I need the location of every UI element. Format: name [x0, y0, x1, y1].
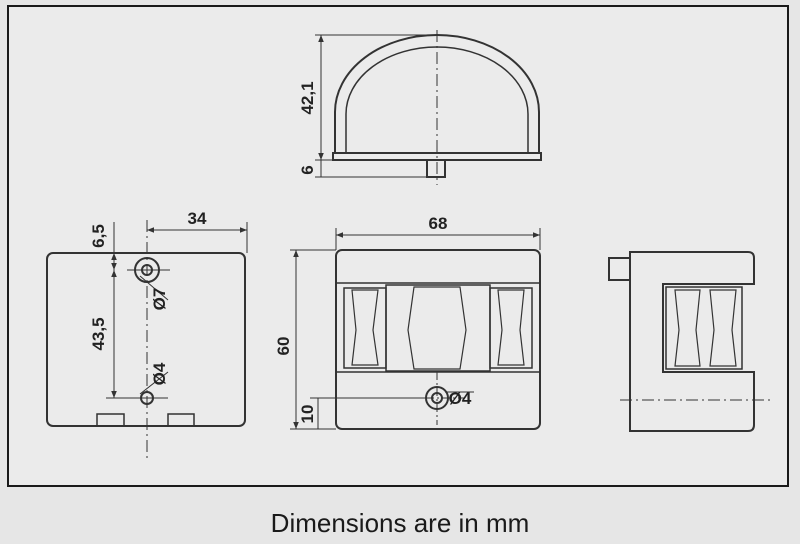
- dim-hole-small: Ø4: [150, 362, 169, 385]
- dim-hole-spacing: 43,5: [89, 317, 108, 350]
- drawing-frame: [7, 5, 789, 487]
- lens-center: [385, 284, 491, 372]
- caption: Dimensions are in mm: [270, 508, 530, 538]
- lens-left: [343, 287, 387, 369]
- lens-right: [489, 287, 533, 369]
- front-view-dimensions: [290, 228, 541, 430]
- front-body: [335, 249, 541, 430]
- side-view: [46, 220, 246, 462]
- dim-hole-large: Ø7: [150, 288, 169, 311]
- right-body: [629, 251, 755, 432]
- right-view: [608, 251, 770, 432]
- dim-base-height: 6: [298, 165, 317, 174]
- dim-width-side: 34: [188, 209, 207, 228]
- slot-right: [167, 413, 195, 426]
- dim-hole-front: Ø4: [449, 389, 472, 408]
- front-view: [335, 249, 541, 430]
- dim-height-top: 42,1: [298, 81, 317, 114]
- dome-pin: [426, 159, 446, 178]
- right-lens: [665, 286, 743, 370]
- dim-height-front: 60: [274, 337, 293, 356]
- top-view: [332, 30, 542, 185]
- right-pin: [608, 257, 631, 281]
- dim-offset-top: 6,5: [89, 224, 108, 248]
- dim-bottom-offset: 10: [298, 405, 317, 424]
- side-view-dimensions: [106, 222, 248, 399]
- side-plate: [46, 252, 246, 427]
- top-view-dimensions: [315, 34, 437, 178]
- dim-width-front: 68: [429, 214, 448, 233]
- slot-left: [96, 413, 125, 426]
